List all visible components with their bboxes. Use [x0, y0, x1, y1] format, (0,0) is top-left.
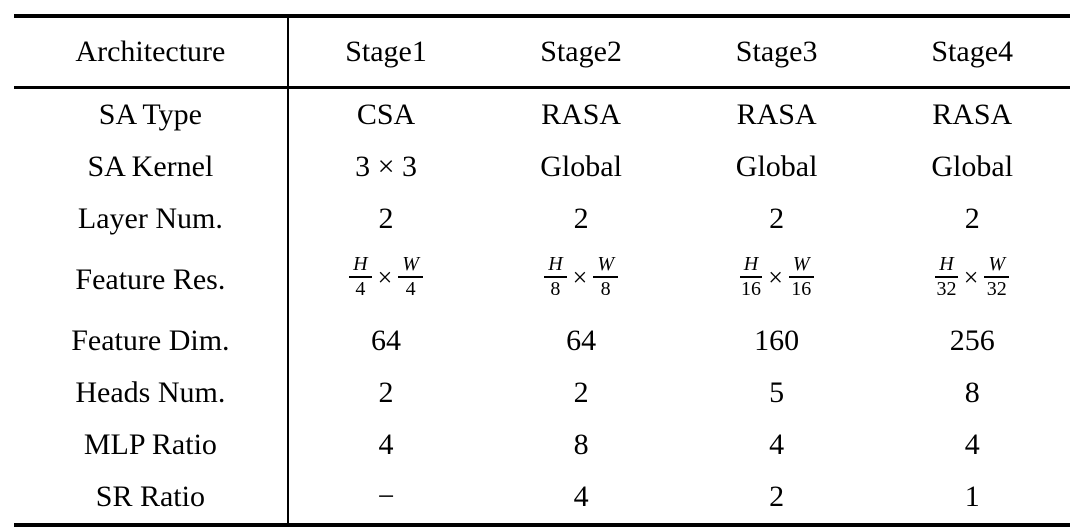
- table-cell: 4: [769, 428, 785, 461]
- table-cell: Global: [540, 150, 622, 183]
- times-operator: ×: [768, 263, 783, 292]
- row-label: MLP Ratio: [14, 419, 289, 471]
- fraction-denominator: 4: [355, 277, 366, 300]
- table-row: Feature Dim. 64 64 160 256: [14, 315, 1070, 367]
- table-row: Heads Num. 2 2 5 8: [14, 367, 1070, 419]
- table-row: MLP Ratio 4 8 4 4: [14, 419, 1070, 471]
- table-cell: 4: [964, 428, 980, 461]
- table-cell: 2: [378, 202, 394, 235]
- fraction-denominator: 32: [936, 277, 957, 300]
- row-label: SA Kernel: [14, 141, 289, 193]
- header-row: Architecture Stage1 Stage2 Stage3 Stage4: [14, 16, 1070, 89]
- row-label: Feature Dim.: [14, 315, 289, 367]
- fraction-numerator: H: [544, 253, 567, 278]
- table-row: SR Ratio − 4 2 1: [14, 471, 1070, 525]
- header-cell-architecture: Architecture: [14, 16, 289, 89]
- fraction-denominator: 4: [405, 277, 416, 300]
- table-cell: 1: [964, 480, 980, 513]
- table-cell: 3 × 3: [355, 150, 417, 183]
- table-cell: 2: [573, 202, 589, 235]
- table-cell: RASA: [736, 98, 817, 131]
- table-cell: RASA: [541, 98, 622, 131]
- fraction-denominator: 16: [740, 277, 761, 300]
- times-operator: ×: [377, 263, 393, 292]
- table-cell: 64: [566, 324, 597, 357]
- fraction-denominator: 8: [550, 277, 561, 300]
- times-operator: ×: [963, 263, 979, 292]
- table-cell: 2: [769, 202, 785, 235]
- table-cell: 2: [573, 376, 589, 409]
- fraction-denominator: 16: [791, 277, 812, 300]
- fraction-denominator: 32: [986, 277, 1007, 300]
- table-cell: 160: [754, 324, 800, 357]
- table-cell: 4: [378, 428, 394, 461]
- table-cell: Global: [735, 150, 818, 183]
- fraction-numerator: H: [349, 253, 372, 278]
- table-cell: 5: [769, 376, 785, 409]
- row-label: SR Ratio: [14, 471, 289, 525]
- table-row: SA Type CSA RASA RASA RASA: [14, 87, 1070, 141]
- header-cell-stage3: Stage3: [678, 16, 875, 89]
- table-cell: Global: [931, 150, 1014, 183]
- table-cell: 2: [769, 480, 785, 513]
- table-cell: 8: [964, 376, 980, 409]
- table-header: Architecture Stage1 Stage2 Stage3 Stage4: [14, 16, 1070, 89]
- table-cell: 2: [378, 376, 394, 409]
- table-cell: RASA: [932, 98, 1013, 131]
- table-cell: CSA: [356, 98, 416, 131]
- row-label: Heads Num.: [14, 367, 289, 419]
- fraction-denominator: 8: [600, 277, 611, 300]
- table-cell: 4: [573, 480, 589, 513]
- header-cell-stage4: Stage4: [874, 16, 1070, 89]
- table-cell: 64: [371, 324, 402, 357]
- fraction-numerator: W: [593, 253, 618, 278]
- table-row: Layer Num. 2 2 2 2: [14, 193, 1070, 245]
- fraction-numerator: W: [788, 253, 814, 278]
- table-cell: 2: [964, 202, 980, 235]
- fraction-numerator: W: [984, 253, 1010, 278]
- table-cell: 8: [573, 428, 589, 461]
- table-cell: −: [377, 480, 395, 513]
- fraction-numerator: W: [398, 253, 423, 278]
- fraction-numerator: H: [935, 253, 958, 278]
- times-operator: ×: [572, 263, 588, 292]
- header-cell-stage2: Stage2: [483, 16, 679, 89]
- fraction-numerator: H: [739, 253, 763, 278]
- header-cell-stage1: Stage1: [287, 16, 484, 89]
- row-label: SA Type: [14, 87, 289, 141]
- table-row: SA Kernel 3 × 3 Global Global Global: [14, 141, 1070, 193]
- table-cell: 256: [949, 324, 995, 357]
- row-label: Feature Res.: [14, 245, 289, 315]
- row-label: Layer Num.: [14, 193, 289, 245]
- table-body: SA Type CSA RASA RASA RASA SA Kernel 3 × 3 Glob…: [14, 87, 1070, 525]
- architecture-table: Architecture Stage1 Stage2 Stage3 Stage4…: [14, 14, 1070, 527]
